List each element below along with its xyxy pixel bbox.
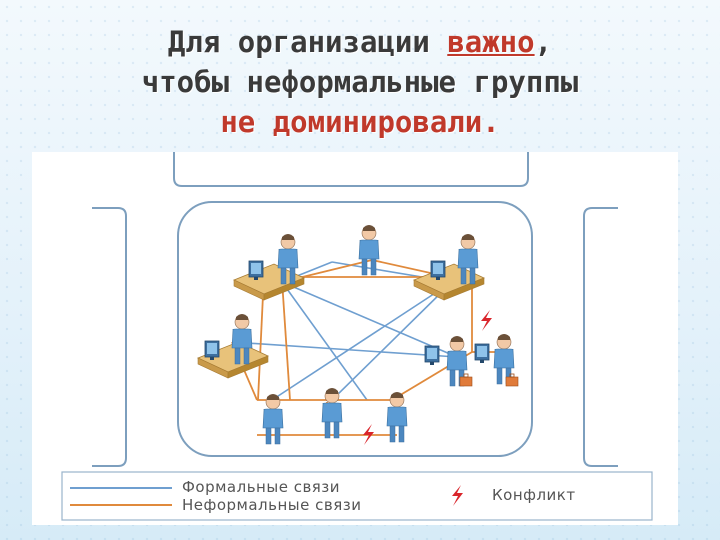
formal-link	[331, 281, 453, 401]
workstation-left	[233, 233, 305, 301]
left-bracket	[92, 207, 127, 467]
formal-link	[271, 281, 453, 401]
top-bracket	[173, 152, 529, 187]
legend-box	[61, 471, 653, 521]
group-boundary	[177, 201, 533, 457]
computer-icon	[424, 345, 440, 366]
title-text-1: Для организации	[167, 25, 448, 59]
person-icon	[321, 387, 343, 439]
informal-link	[281, 279, 291, 401]
legend-conflict-label: Конфликт	[492, 486, 576, 504]
slide-title: Для организации важно, чтобы неформальны…	[0, 22, 720, 142]
computer-icon	[204, 340, 220, 361]
title-line-3: не доминировали.	[220, 105, 500, 139]
formal-link	[231, 341, 458, 358]
title-highlight-1: важно	[447, 25, 535, 59]
title-comma: ,	[534, 25, 553, 59]
legend-informal-label: Неформальные связи	[182, 496, 362, 514]
person-icon	[493, 333, 515, 385]
formal-links	[231, 261, 458, 401]
frame-brackets	[92, 152, 618, 467]
workstation-lower-left	[197, 313, 269, 379]
title-line-1: Для организации важно,	[0, 22, 720, 62]
formal-link	[281, 281, 458, 358]
workstation-right	[413, 233, 485, 301]
legend	[61, 471, 653, 521]
diagram-panel: Формальные связи Неформальные связи Конф…	[32, 152, 678, 525]
computer-icon	[248, 260, 264, 281]
conflict-icon	[481, 310, 492, 331]
computer-icon	[430, 260, 446, 281]
computer-icon	[474, 343, 490, 364]
org-diagram	[61, 152, 653, 521]
title-line-2: чтобы неформальные группы	[141, 65, 579, 99]
right-bracket	[583, 207, 618, 467]
person-icon	[262, 393, 284, 445]
legend-formal-label: Формальные связи	[182, 478, 341, 496]
